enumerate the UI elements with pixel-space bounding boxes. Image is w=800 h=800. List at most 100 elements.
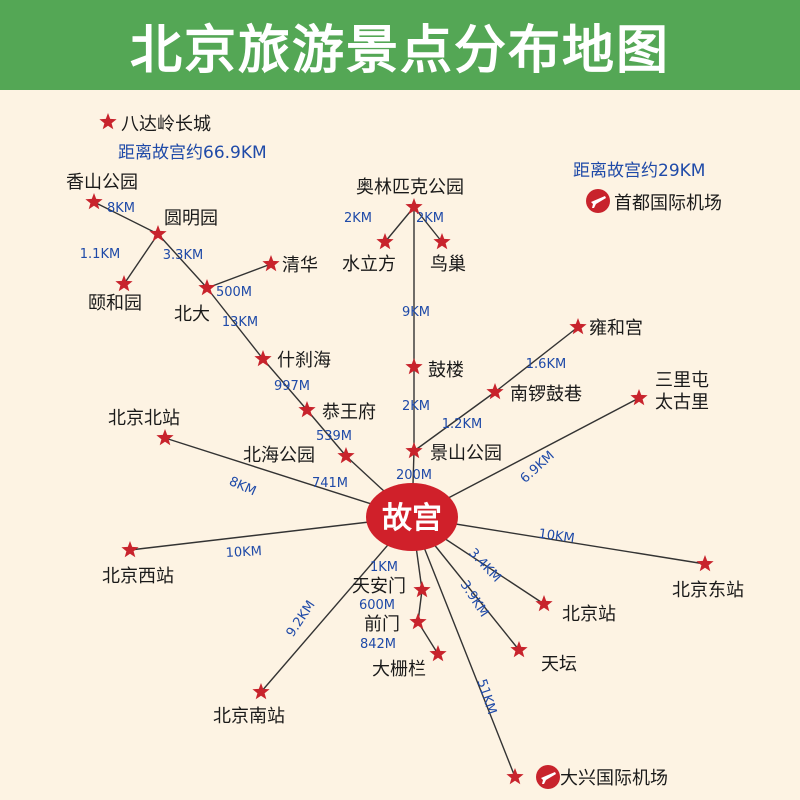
- star-icon: [535, 595, 553, 612]
- place-label-beijingbeizhan: 北京北站: [108, 408, 180, 429]
- distance-label: 200M: [396, 468, 432, 483]
- note-shoudu-distance: 距离故宫约29KM: [573, 161, 705, 181]
- star-icon: [85, 193, 103, 210]
- star-icon: [254, 350, 272, 367]
- star-icon: [376, 233, 394, 250]
- place-label-tiananmen: 天安门: [352, 576, 406, 597]
- place-label-aolinpike: 奥林匹克公园: [356, 177, 464, 198]
- connection-line-beijingxizhan-hub: [129, 516, 413, 551]
- place-label-nanluoguxiang: 南锣鼓巷: [510, 384, 582, 405]
- distance-label: 2KM: [402, 399, 430, 414]
- connection-line-gongwangfu-beihai: [306, 409, 347, 457]
- distance-label: 51KM: [474, 677, 499, 716]
- connection-line-beida-qinghua: [206, 263, 272, 289]
- connection-line-beida-shichahai: [206, 287, 264, 360]
- distance-label: 6.9KM: [518, 448, 558, 486]
- star-icon: [405, 358, 423, 375]
- place-label-beijingnanzhan: 北京南站: [213, 706, 285, 727]
- star-icon: [115, 275, 133, 292]
- star-icon: [298, 401, 316, 418]
- star-icon: [156, 429, 174, 446]
- distance-label: 741M: [312, 476, 348, 491]
- note-badaling-distance: 距离故宫约66.9KM: [118, 143, 267, 163]
- distance-label: 1.6KM: [526, 357, 566, 372]
- connection-line-xiangshan-yuanmingyuan: [93, 201, 159, 235]
- distance-label: 1KM: [370, 560, 398, 575]
- distance-label: 1.2KM: [442, 417, 482, 432]
- distance-label: 2KM: [416, 211, 444, 226]
- distance-label: 3.3KM: [163, 248, 203, 263]
- star-icon: [409, 613, 427, 630]
- airplane-icon: [536, 765, 560, 789]
- distance-label: 842M: [360, 637, 396, 652]
- distance-label: 1.1KM: [80, 247, 120, 262]
- star-icon: [413, 581, 431, 598]
- place-label-jingshan: 景山公园: [430, 443, 502, 464]
- place-label-gongwangfu: 恭王府: [322, 402, 376, 423]
- place-label-yuanmingyuan: 圆明园: [164, 208, 218, 229]
- place-label-yiheyuan: 颐和园: [88, 293, 142, 314]
- place-label-beida: 北大: [174, 304, 210, 325]
- star-icon: [696, 555, 714, 572]
- star-icon: [429, 645, 447, 662]
- connection-line-beijingnanzhan-hub: [260, 516, 413, 693]
- star-icon: [405, 198, 423, 215]
- star-icon: [262, 255, 280, 272]
- place-label-beijingdongzhan: 北京东站: [672, 580, 744, 601]
- distance-label: 9.2KM: [284, 598, 319, 640]
- title-banner: 北京旅游景点分布地图: [0, 0, 800, 90]
- place-label-xiangshan: 香山公园: [66, 172, 138, 193]
- distance-label: 539M: [316, 429, 352, 444]
- place-label-beihai: 北海公园: [243, 445, 315, 466]
- distance-label: 8KM: [227, 474, 259, 499]
- star-icon: [198, 279, 216, 296]
- distance-label: 9KM: [402, 305, 430, 320]
- star-icon: [149, 225, 167, 242]
- connection-line-yiheyuan-yuanmingyuan: [123, 233, 159, 285]
- connection-line-jingshan-nanluoguxiang: [413, 391, 496, 452]
- distance-label: 10KM: [225, 544, 262, 561]
- distance-label: 2KM: [344, 211, 372, 226]
- star-icon: [433, 233, 451, 250]
- place-label-qinghua: 清华: [282, 255, 318, 276]
- star-icon: [99, 113, 117, 130]
- airplane-icon: [586, 189, 610, 213]
- place-labels: 八达岭长城香山公园圆明园颐和园北大清华什刹海恭王府北海公园奥林匹克公园水立方鸟巢…: [66, 114, 744, 789]
- star-icon: [405, 442, 423, 459]
- star-icon: [506, 768, 524, 785]
- distance-label: 3.9KM: [457, 578, 492, 620]
- star-icon: [486, 383, 504, 400]
- place-label-beijingxizhan: 北京西站: [102, 566, 174, 587]
- distance-label: 10KM: [537, 527, 575, 547]
- place-label-tiantan: 天坛: [541, 654, 577, 675]
- place-label-gulou: 鼓楼: [428, 360, 464, 381]
- connection-line-nanluoguxiang-yonghegong: [494, 326, 579, 393]
- page-title: 北京旅游景点分布地图: [129, 20, 670, 81]
- place-label-qianmen: 前门: [364, 614, 400, 635]
- connection-line-shichahai-gongwangfu: [262, 358, 308, 411]
- star-icon: [630, 389, 648, 406]
- place-label-sanlitun: 三里屯太古里: [655, 370, 709, 413]
- place-label-shoudu: 首都国际机场: [614, 193, 722, 214]
- place-label-badaling: 八达岭长城: [121, 114, 211, 135]
- place-label-dashilan: 大栅栏: [372, 659, 426, 680]
- place-label-niaochao: 鸟巢: [430, 254, 466, 275]
- connection-line-daxing-hub: [411, 516, 516, 778]
- connection-line-beijingdongzhan-hub: [411, 516, 706, 565]
- place-label-daxing: 大兴国际机场: [560, 768, 668, 789]
- star-icon: [569, 318, 587, 335]
- connection-line-yuanmingyuan-beida: [157, 233, 208, 289]
- hub-marker: [366, 483, 458, 551]
- distance-label: 8KM: [107, 201, 135, 216]
- star-icon: [121, 541, 139, 558]
- place-label-beijingzhan: 北京站: [562, 604, 616, 625]
- distance-label: 997M: [274, 379, 310, 394]
- place-label-shichahai: 什刹海: [277, 350, 331, 371]
- distance-label: 13KM: [222, 315, 258, 330]
- star-icon: [252, 683, 270, 700]
- place-markers: [85, 113, 714, 789]
- star-icon: [510, 641, 528, 658]
- connection-line-sanlitun-hub: [411, 397, 640, 518]
